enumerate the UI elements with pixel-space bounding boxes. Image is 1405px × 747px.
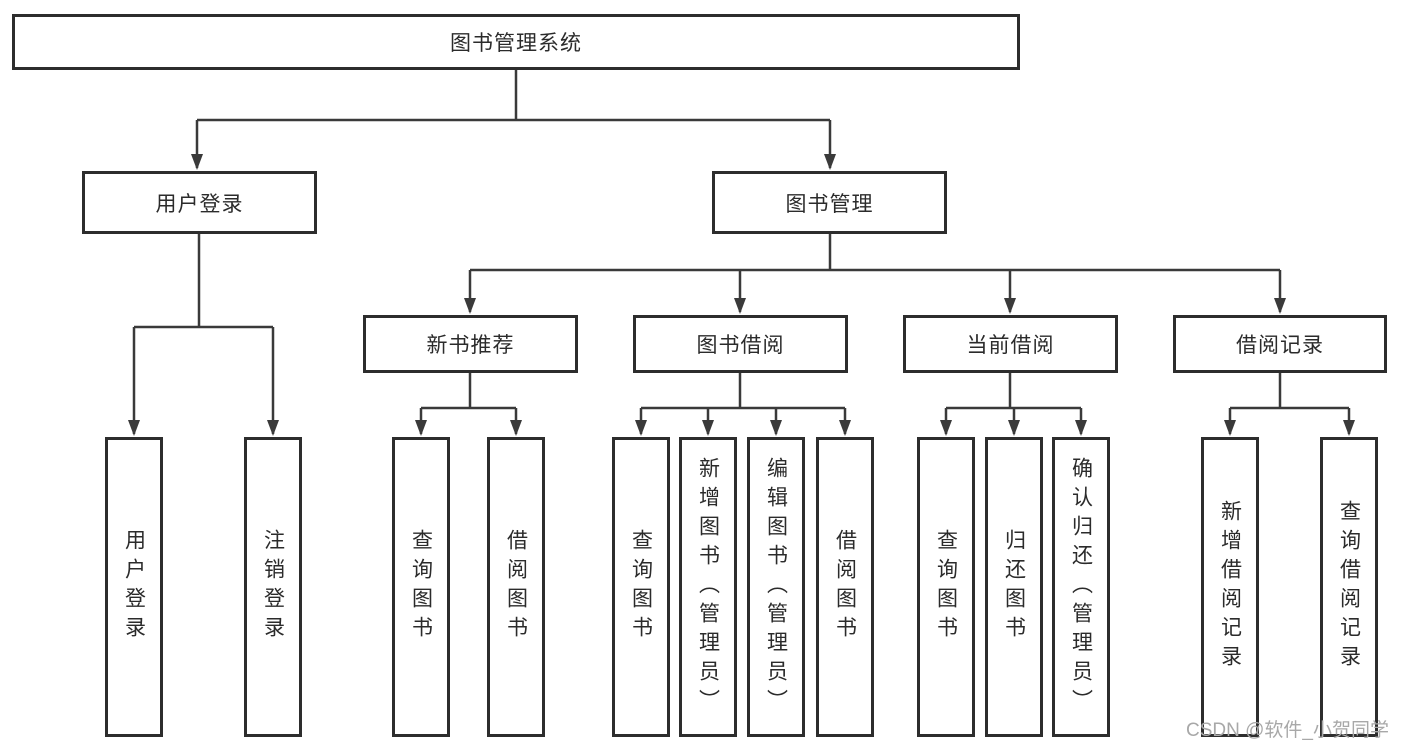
node-label: 确认归还（管理员）	[1069, 456, 1093, 718]
node-label: 当前借阅	[966, 334, 1055, 357]
node-label: 新书推荐	[426, 334, 515, 357]
node-query-books-recommend: 查询图书	[392, 437, 450, 737]
node-borrow-books-borrowing: 借阅图书	[816, 437, 874, 737]
node-return-books: 归还图书	[985, 437, 1043, 737]
node-label: 编辑图书（管理员）	[764, 456, 788, 718]
node-label: 新增借阅记录	[1218, 500, 1242, 674]
node-book-management-branch: 图书管理	[712, 171, 947, 234]
node-label: 借阅记录	[1236, 334, 1324, 357]
node-label: 查询图书	[629, 529, 653, 645]
node-query-books-borrowing: 查询图书	[612, 437, 670, 737]
node-label: 查询图书	[409, 529, 433, 645]
node-library-management-system: 图书管理系统	[12, 14, 1020, 70]
node-label: 借阅图书	[833, 529, 857, 645]
node-label: 用户登录	[122, 529, 146, 645]
node-label: 图书借阅	[696, 334, 785, 357]
node-label: 图书管理	[785, 192, 874, 216]
csdn-watermark: CSDN @软件_小贺同学	[1186, 720, 1389, 741]
node-label: 借阅图书	[504, 529, 528, 645]
node-confirm-return-admin: 确认归还（管理员）	[1052, 437, 1110, 737]
node-label: 图书管理系统	[450, 32, 582, 55]
node-query-borrow-record: 查询借阅记录	[1320, 437, 1378, 737]
node-edit-books-admin: 编辑图书（管理员）	[747, 437, 805, 737]
node-label: 用户登录	[155, 192, 244, 216]
node-label: 查询借阅记录	[1337, 500, 1361, 674]
node-new-book-recommendation: 新书推荐	[363, 315, 578, 373]
node-label: 新增图书（管理员）	[696, 456, 720, 718]
node-current-borrowing: 当前借阅	[903, 315, 1118, 373]
node-query-books-current: 查询图书	[917, 437, 975, 737]
node-user-login-leaf: 用户登录	[105, 437, 163, 737]
node-book-borrowing: 图书借阅	[633, 315, 848, 373]
node-user-login-branch: 用户登录	[82, 171, 317, 234]
node-borrowing-records: 借阅记录	[1173, 315, 1387, 373]
node-label: 注销登录	[261, 529, 285, 645]
node-label: 查询图书	[934, 529, 958, 645]
node-logout-leaf: 注销登录	[244, 437, 302, 737]
node-add-borrow-record: 新增借阅记录	[1201, 437, 1259, 737]
node-borrow-books-recommend: 借阅图书	[487, 437, 545, 737]
node-add-books-admin: 新增图书（管理员）	[679, 437, 737, 737]
node-label: 归还图书	[1002, 529, 1026, 645]
